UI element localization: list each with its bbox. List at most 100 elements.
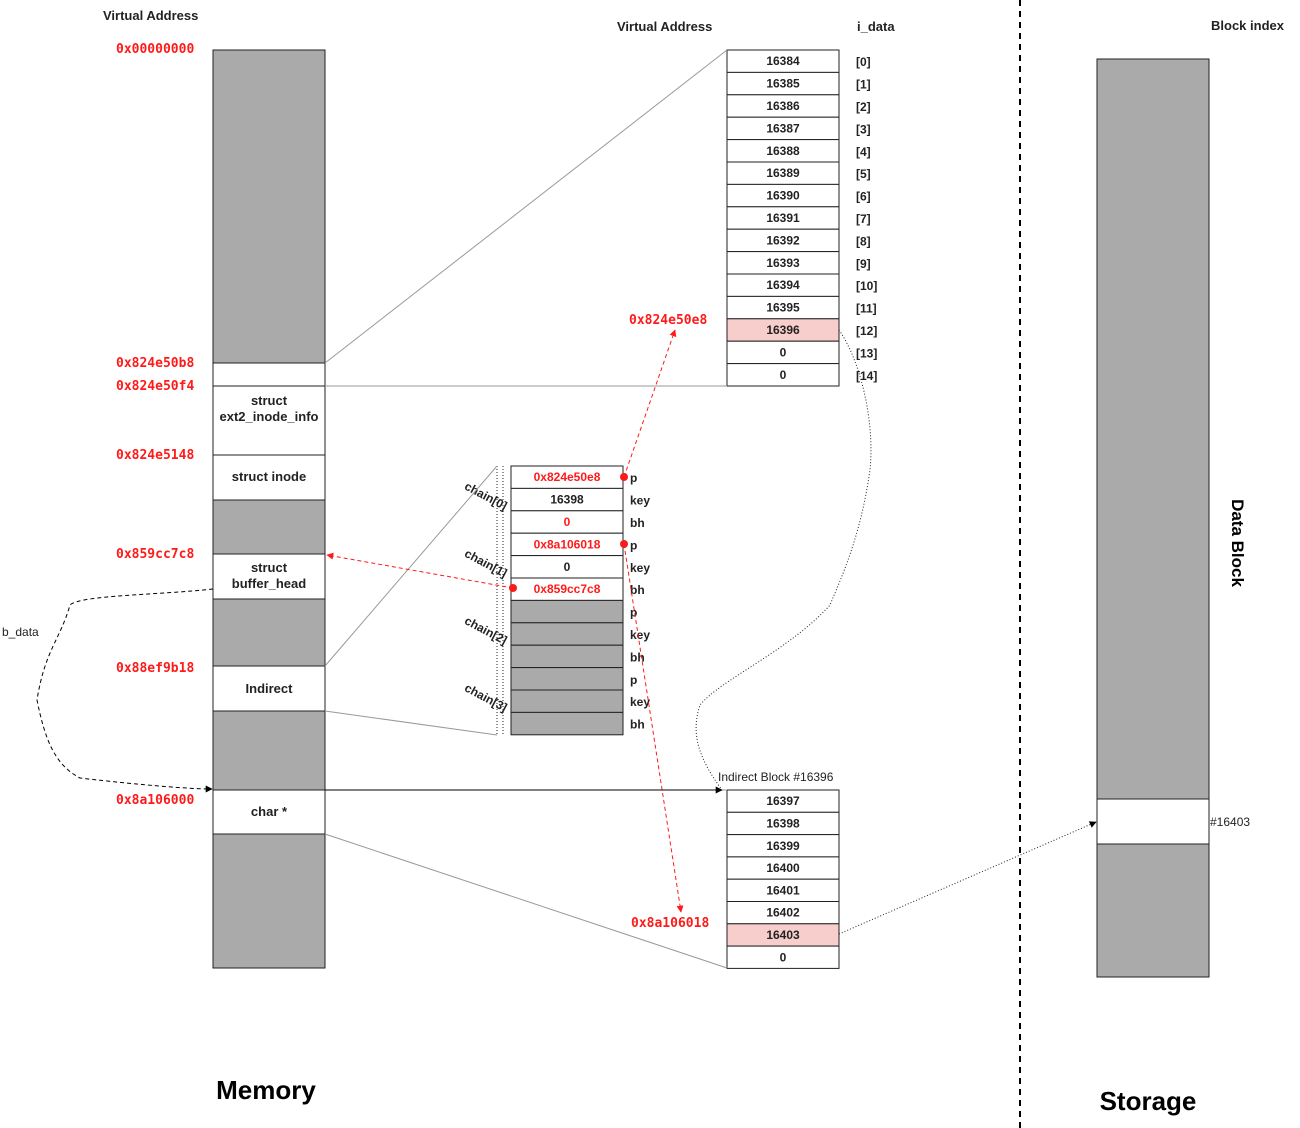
i-data-value: 16386 [766, 99, 800, 113]
i-data-index: [6] [856, 190, 871, 204]
indirect-block-value: 16399 [766, 839, 800, 853]
memory-block-indirect [212, 665, 326, 712]
chain-cell [510, 689, 624, 713]
chain1-p-arrow [623, 543, 684, 913]
storage-title: Storage [1100, 1086, 1197, 1116]
i-data-pointer-address: 0x824e50e8 [629, 313, 707, 328]
memory-block-buffer-head-label-2: buffer_head [232, 576, 306, 591]
i-data-value: 16392 [766, 233, 800, 247]
chain-value: 16398 [550, 493, 584, 507]
storage-gray-lower [1096, 843, 1210, 978]
memory-segment-gray-4 [212, 710, 326, 791]
chain-field-label: key [630, 695, 650, 709]
i-data-12-to-indirect-link [695, 329, 872, 791]
chain-value: 0x859cc7c8 [534, 582, 601, 596]
i-data-index: [1] [856, 78, 871, 92]
chain-value: 0 [564, 560, 571, 574]
i-data-value: 0 [780, 368, 787, 382]
memory-address-char-ptr: 0x8a106000 [116, 793, 194, 808]
i-data-value: 16384 [766, 54, 800, 68]
memory-block-inode-info-label-1: struct [251, 393, 288, 408]
memory-address-i-data: 0x824e50b8 [116, 356, 194, 371]
i-data-index: [11] [856, 302, 877, 316]
zoom-line-i-data-top [324, 49, 728, 364]
i-data-value: 16394 [766, 278, 800, 292]
i-data-value: 0 [780, 345, 787, 359]
chain-label: chain[3] [462, 681, 509, 715]
indirect-block-cell [726, 945, 840, 969]
i-data-value: 16390 [766, 189, 800, 203]
i-data-index: [5] [856, 167, 871, 181]
indirect-block-value: 0 [780, 950, 787, 964]
chain-field-label: bh [630, 718, 645, 732]
chain-field-label: bh [630, 583, 645, 597]
chain-field-label: key [630, 561, 650, 575]
indirect-block-value: 16397 [766, 794, 800, 808]
chain1-bh-arrow [326, 552, 514, 589]
memory-block-char-ptr-label: char * [251, 804, 288, 819]
memory-address-inode: 0x824e5148 [116, 448, 194, 463]
storage-block-index-header: Block index [1211, 18, 1285, 33]
chain-value: 0x8a106018 [534, 537, 601, 551]
chain-field-label: p [630, 673, 637, 687]
storage-gray-upper [1096, 58, 1210, 800]
chain-cell [510, 711, 624, 736]
memory-address-inode-info: 0x824e50f4 [116, 379, 194, 394]
chain-cell [510, 644, 624, 669]
i-data-index: [3] [856, 122, 871, 136]
b-data-arrow [36, 588, 214, 793]
indirect-block-title: Indirect Block #16396 [718, 770, 834, 784]
chain-value: 0 [564, 515, 571, 529]
memory-segment-gray-1 [212, 49, 326, 364]
memory-segment-gray-3 [212, 598, 326, 667]
i-data-virtual-address-header: Virtual Address [617, 19, 712, 34]
indirect-block-value: 16403 [766, 928, 800, 942]
chain-table: 0x824e50e8 p 16398 key 0 bh 0x8a106018 p 0 key 0x8… [462, 465, 650, 736]
i-data-index: [8] [856, 234, 871, 248]
chain-value: 0x824e50e8 [534, 470, 601, 484]
chain-cell [510, 667, 624, 691]
chain-label: chain[1] [462, 546, 509, 580]
storage-block-16403 [1096, 798, 1210, 845]
memory-column: struct ext2_inode_info struct inode stru… [212, 49, 326, 969]
i-data-index: [2] [856, 100, 871, 114]
memory-title: Memory [216, 1075, 316, 1105]
chain-field-label: p [630, 471, 637, 485]
i-data-value: 16391 [766, 211, 800, 225]
chain-field-label: p [630, 606, 637, 620]
memory-virtual-address-header: Virtual Address [103, 8, 198, 23]
indirect-block-value: 16402 [766, 906, 800, 920]
i-data-value: 16388 [766, 144, 800, 158]
storage-block-id-label: #16403 [1210, 815, 1250, 829]
chain-cell [510, 599, 624, 624]
indirect-block-value: 16398 [766, 816, 800, 830]
memory-address-indirect: 0x88ef9b18 [116, 661, 194, 676]
zoom-line-chain-bottom [324, 710, 498, 736]
memory-block-inode [212, 454, 326, 501]
i-data-index: [7] [856, 212, 871, 226]
i-data-value: 16395 [766, 301, 800, 315]
indirect-block-value: 16401 [766, 883, 800, 897]
i-data-index: [4] [856, 145, 871, 159]
i-data-value: 16396 [766, 323, 800, 337]
memory-segment-i-data-region [212, 362, 326, 387]
i-data-value: 16393 [766, 256, 800, 270]
memory-block-inode-info-label-2: ext2_inode_info [220, 409, 319, 424]
i-data-value: 16389 [766, 166, 800, 180]
chain-label: chain[2] [462, 613, 509, 647]
chain-field-label: bh [630, 650, 645, 664]
memory-block-ext2-inode-info [212, 385, 326, 456]
i-data-cell [726, 363, 840, 387]
chain-field-label: key [630, 494, 650, 508]
i-data-index: [13] [856, 346, 877, 360]
i-data-index: [9] [856, 257, 871, 271]
i-data-index: [0] [856, 55, 871, 69]
memory-address-top: 0x00000000 [116, 42, 194, 57]
memory-address-buffer-head: 0x859cc7c8 [116, 547, 194, 562]
memory-segment-gray-5 [212, 833, 326, 969]
zoom-line-chain-top [324, 465, 498, 667]
chain-field-label: bh [630, 516, 645, 530]
indirect-pointer-address: 0x8a106018 [631, 916, 709, 931]
